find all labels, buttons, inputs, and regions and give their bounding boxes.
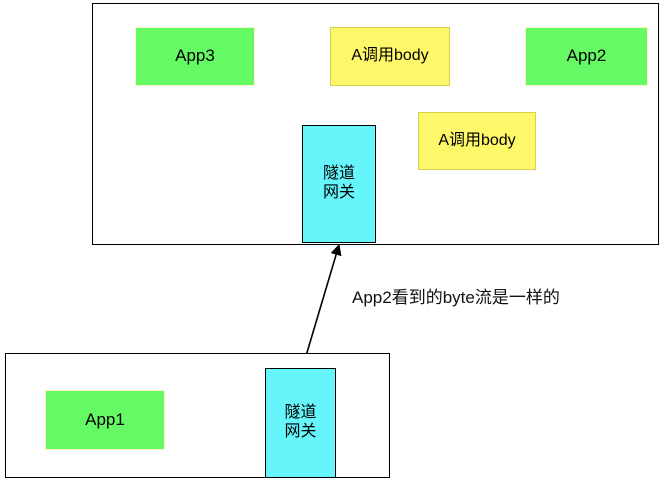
node-label-app3: App3 [175,46,215,66]
node-call-body-top[interactable]: A调用body [330,27,450,86]
edge-gatewaybottom-to-gatewaytop [302,243,342,367]
node-label-call-body-mid: A调用body [438,131,516,149]
node-app1[interactable]: App1 [45,390,165,450]
node-app3[interactable]: App3 [135,27,255,86]
node-label-gateway-bottom: 隧道 网关 [284,404,317,440]
free-text-stream-note: App2看到的byte流是一样的 [352,288,560,307]
node-label-call-body-top: A调用body [351,47,429,65]
node-label-app1: App1 [85,409,125,429]
node-label-app2: App2 [566,46,607,66]
node-app2[interactable]: App2 [525,27,648,86]
node-gateway-bottom[interactable]: 隧道 网关 [265,368,336,478]
node-call-body-mid[interactable]: A调用body [418,112,536,170]
node-label-gateway-top: 隧道 网关 [322,165,355,201]
node-gateway-top[interactable]: 隧道 网关 [302,125,376,243]
